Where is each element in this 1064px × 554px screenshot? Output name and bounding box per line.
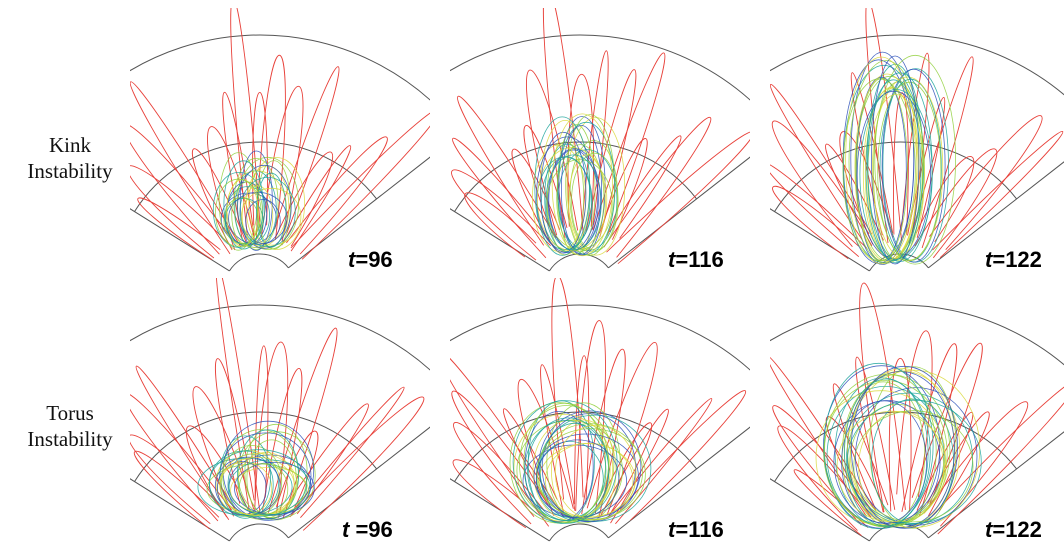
time-value: 122 <box>1005 247 1042 272</box>
panel-row1-col2: t=116 <box>450 8 750 280</box>
row-label-line2: Instability <box>27 427 113 451</box>
row-label-kink: Kink Instability <box>0 132 140 184</box>
time-symbol: t <box>668 517 676 542</box>
outer-field-lines <box>450 278 747 529</box>
time-value: 116 <box>688 517 724 542</box>
time-label: t=116 <box>668 248 724 272</box>
field-line-plot <box>130 8 430 272</box>
time-equals: = <box>675 517 689 542</box>
time-symbol: t <box>985 517 993 542</box>
domain-outline <box>450 304 750 542</box>
time-symbol: t <box>668 247 676 272</box>
domain-outline <box>450 34 750 272</box>
row-label-torus: Torus Instability <box>0 400 140 452</box>
time-equals: = <box>355 247 369 272</box>
time-label: t=122 <box>985 248 1042 272</box>
panel-row2-col1: t =96 <box>130 278 430 550</box>
panel-row2-col3: t=122 <box>770 278 1064 550</box>
time-symbol: t <box>342 517 350 542</box>
row-label-line1: Torus <box>46 401 94 425</box>
time-label: t=96 <box>348 248 393 272</box>
domain-outline <box>130 304 430 542</box>
time-label: t=116 <box>668 518 724 542</box>
field-line-plot <box>450 278 750 542</box>
field-line-plot <box>770 282 1064 542</box>
field-line-plot <box>450 8 750 272</box>
flux-rope <box>212 150 305 251</box>
flux-rope <box>197 420 316 521</box>
time-equals: = <box>675 247 689 272</box>
field-line-plot <box>130 278 430 542</box>
time-value: 116 <box>688 247 724 272</box>
row-label-line2: Instability <box>27 159 113 183</box>
time-value: 96 <box>368 247 393 272</box>
panel-row2-col2: t=116 <box>450 278 750 550</box>
outer-field-lines <box>130 278 425 531</box>
time-equals: = <box>992 247 1006 272</box>
field-line-plot <box>770 8 1064 272</box>
time-value: 122 <box>1005 517 1042 542</box>
time-symbol: t <box>348 247 356 272</box>
row-label-line1: Kink <box>49 133 91 157</box>
time-equals: = <box>992 517 1006 542</box>
flux-rope <box>509 400 652 524</box>
flux-rope <box>842 51 956 265</box>
time-equals: = <box>349 517 369 542</box>
outer-field-lines <box>770 8 1064 260</box>
flux-rope <box>815 362 982 530</box>
flux-rope <box>531 113 626 257</box>
panel-row1-col1: t=96 <box>130 8 430 280</box>
time-value: 96 <box>368 517 393 542</box>
panel-row1-col3: t=122 <box>770 8 1064 280</box>
time-symbol: t <box>985 247 993 272</box>
time-label: t=122 <box>985 518 1042 542</box>
time-label: t =96 <box>342 518 393 542</box>
